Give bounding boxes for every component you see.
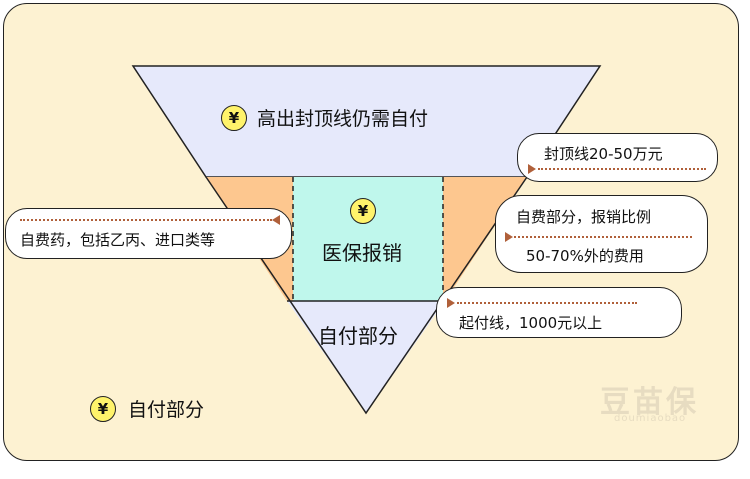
center-box-label: 医保报销 <box>322 241 402 265</box>
callout-self-pay-part-line1: 自费部分，报销比例 <box>516 208 652 226</box>
center-box <box>293 177 443 301</box>
leader-arrow <box>447 298 455 308</box>
callout-self-pay-part: 自费部分，报销比例 50-70%外的费用 <box>495 195 708 273</box>
yen-coin-icon: ¥ <box>350 198 376 224</box>
dotted-leader <box>538 168 706 170</box>
leader-arrow <box>272 215 280 225</box>
watermark-logo: 豆苗保 <box>600 385 699 420</box>
callout-self-pay-part-line2: 50-70%外的费用 <box>526 247 644 265</box>
legend: ¥ 自付部分 <box>90 395 204 422</box>
callout-self-pay-drugs: 自费药，包括乙丙、进口类等 <box>5 208 292 259</box>
top-band-label: ¥ 高出封顶线仍需自付 <box>221 104 428 131</box>
yen-coin-icon: ¥ <box>90 395 116 422</box>
yen-coin-icon: ¥ <box>221 104 247 131</box>
dotted-leader <box>20 219 272 221</box>
callout-deductible-text: 起付线，1000元以上 <box>459 314 603 332</box>
callout-deductible: 起付线，1000元以上 <box>436 287 682 338</box>
callout-cap-line-text: 封顶线20-50万元 <box>544 145 663 163</box>
dotted-leader <box>457 302 637 304</box>
leader-arrow <box>528 164 536 174</box>
bottom-band <box>287 301 445 413</box>
bottom-band-label: 自付部分 <box>318 324 398 348</box>
callout-cap-line: 封顶线20-50万元 <box>517 133 718 182</box>
legend-label: 自付部分 <box>128 399 205 421</box>
top-band-text: 高出封顶线仍需自付 <box>257 108 429 130</box>
callout-self-pay-drugs-text: 自费药，包括乙丙、进口类等 <box>20 231 216 249</box>
leader-arrow <box>505 232 513 242</box>
watermark-subtext: doumiaobao <box>614 413 687 424</box>
dotted-leader <box>514 236 692 238</box>
